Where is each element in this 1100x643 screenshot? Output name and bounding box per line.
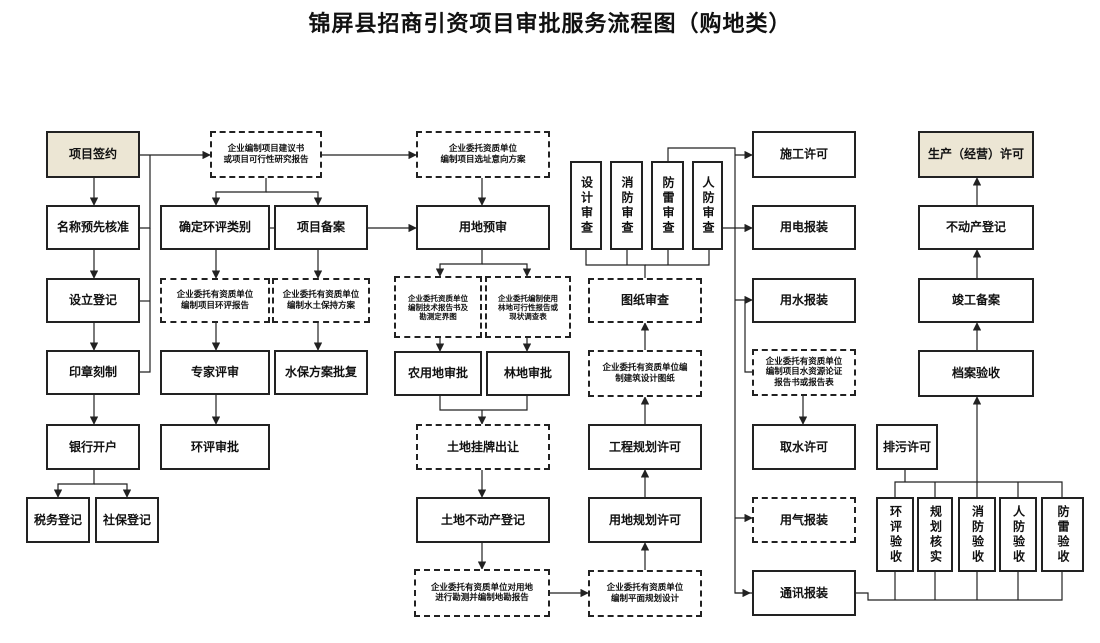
node-gas-application: 用气报装	[752, 497, 856, 543]
label-design-review: 设计审查	[579, 175, 594, 236]
node-survey-report: 企业委托有资质单位对用地 进行勘测并编制地勘报告	[414, 569, 550, 617]
node-drawing-review: 图纸审查	[588, 278, 702, 323]
node-name-approval: 名称预先核准	[46, 205, 140, 250]
label-civil-defense-review: 人防审查	[701, 175, 715, 236]
node-archive-acceptance: 档案验收	[918, 350, 1034, 397]
page-title: 锦屏县招商引资项目审批服务流程图（购地类）	[308, 11, 792, 37]
node-completion-filing: 竣工备案	[918, 278, 1034, 323]
node-land-planning-permit: 用地规划许可	[588, 497, 702, 543]
node-real-estate-registration: 不动产登记	[918, 205, 1034, 250]
node-building-drawings: 企业委托有资质单位编 制建筑设计图纸	[588, 350, 702, 397]
node-technical-report: 企业委托资质单位 编制技术报告书及 勘测定界图	[394, 276, 482, 338]
node-eia-acceptance: 环评验收	[876, 497, 914, 572]
node-soil-water-approval: 水保方案批复	[274, 350, 368, 395]
node-social-security-registration: 社保登记	[95, 497, 159, 543]
node-design-review: 设计审查	[570, 161, 602, 250]
node-project-filing: 项目备案	[274, 205, 368, 250]
node-project-signing: 项目签约	[46, 131, 140, 178]
label-fire-acceptance: 消防验收	[970, 504, 985, 565]
node-eia-report: 企业委托有资质单位 编制项目环评报告	[160, 278, 270, 323]
node-construction-permit: 施工许可	[752, 131, 856, 178]
node-land-pre-review: 用地预审	[416, 205, 550, 250]
label-eia-acceptance: 环评验收	[888, 504, 903, 565]
node-forest-land-approval: 林地审批	[486, 351, 570, 396]
label-lightning-acceptance: 防雷验收	[1056, 504, 1070, 565]
node-seal-carving: 印章刻制	[46, 350, 140, 395]
node-fire-review: 消防审查	[610, 161, 643, 250]
node-construction-planning-permit: 工程规划许可	[588, 424, 702, 470]
node-tax-registration: 税务登记	[26, 497, 90, 543]
node-telecom-application: 通讯报装	[752, 570, 856, 616]
node-electricity-application: 用电报装	[752, 205, 856, 250]
label-planning-verification: 规划核实	[928, 504, 943, 565]
node-bank-account: 银行开户	[46, 424, 140, 470]
node-forest-land-report: 企业委托编制使用 林地可行性报告或 现状调查表	[485, 276, 571, 338]
node-pollution-discharge-permit: 排污许可	[876, 424, 938, 470]
label-lightning-review: 防雷审查	[661, 175, 675, 236]
node-fire-acceptance: 消防验收	[958, 497, 996, 572]
node-land-listing-transfer: 土地挂牌出让	[416, 424, 550, 470]
node-eia-category: 确定环评类别	[160, 205, 270, 250]
node-lightning-acceptance: 防雷验收	[1041, 497, 1084, 572]
node-lightning-review: 防雷审查	[651, 161, 684, 250]
label-civil-defense-acceptance: 人防验收	[1011, 504, 1026, 565]
node-proposal-report: 企业编制项目建议书 或项目可行性研究报告	[210, 131, 322, 178]
node-civil-defense-acceptance: 人防验收	[999, 497, 1037, 572]
node-production-license: 生产（经营）许可	[918, 131, 1034, 178]
node-planning-verification: 规划核实	[917, 497, 953, 572]
node-soil-water-plan: 企业委托有资质单位 编制水土保持方案	[272, 278, 370, 323]
node-water-intake-permit: 取水许可	[752, 424, 856, 470]
node-water-application: 用水报装	[752, 278, 856, 323]
label-fire-review: 消防审查	[620, 175, 634, 236]
node-establishment-registration: 设立登记	[46, 278, 140, 323]
node-site-selection-plan: 企业委托资质单位 编制项目选址意向方案	[416, 131, 550, 178]
node-expert-review: 专家评审	[160, 350, 270, 395]
node-site-plan-design: 企业委托有资质单位 编制平面规划设计	[588, 570, 702, 617]
node-land-property-registration: 土地不动产登记	[416, 497, 550, 543]
node-eia-approval: 环评审批	[160, 424, 270, 470]
node-civil-defense-review: 人防审查	[692, 161, 723, 250]
node-water-resource-report: 企业委托有资质单位 编制项目水资源论证 报告书或报告表	[752, 349, 856, 396]
node-farmland-approval: 农用地审批	[394, 351, 482, 396]
